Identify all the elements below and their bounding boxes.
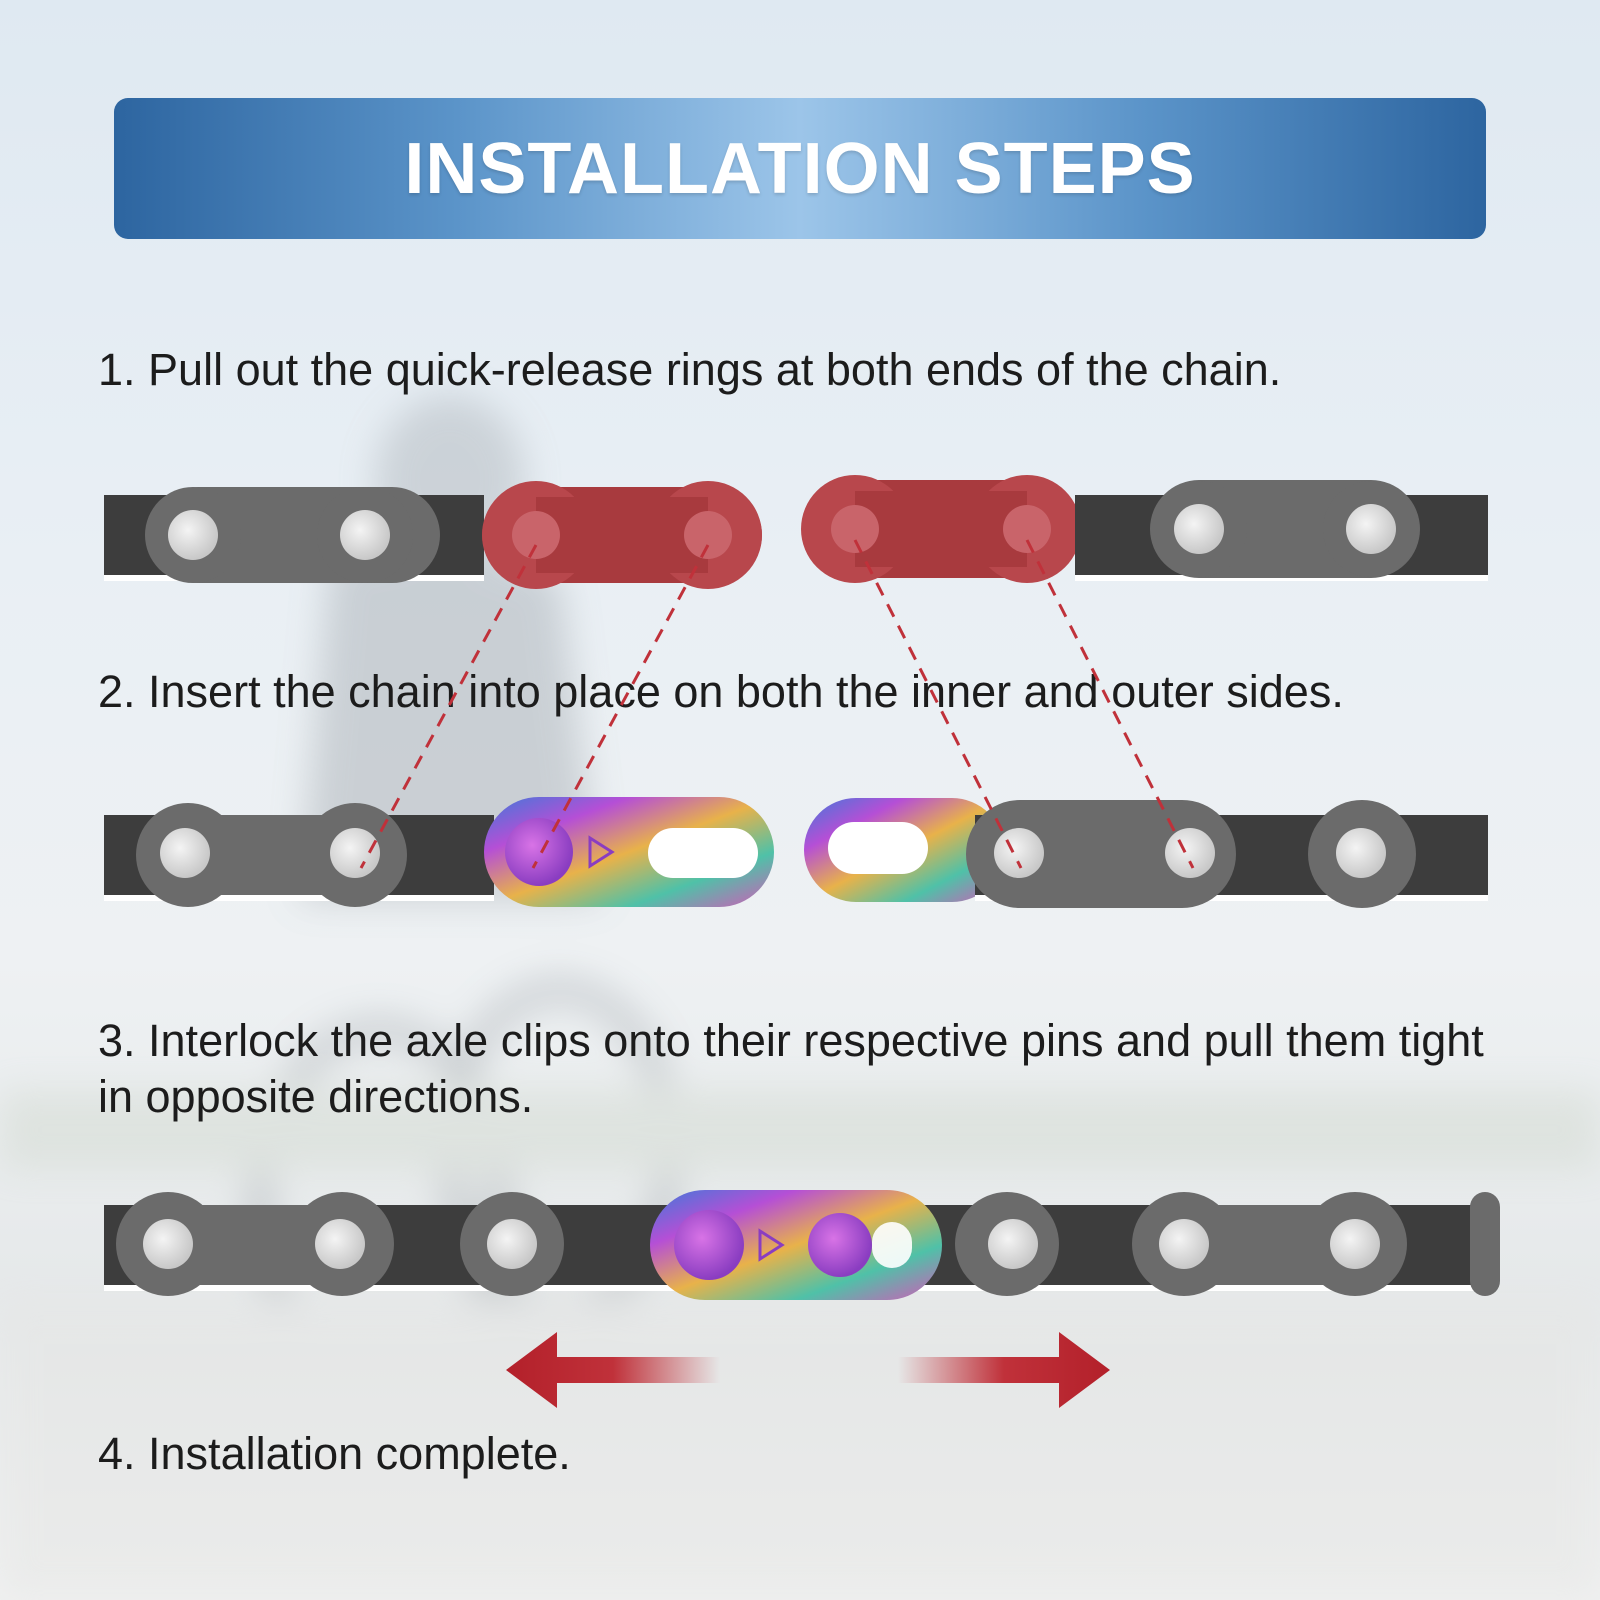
quick-link-half-left-highlight: [482, 481, 762, 589]
chain-pin: [1346, 504, 1396, 554]
header-banner: INSTALLATION STEPS: [114, 98, 1486, 239]
alignment-guide-lines: [359, 539, 1195, 869]
page-title: INSTALLATION STEPS: [404, 128, 1196, 209]
quick-link-right-half: [804, 798, 1004, 902]
chain-pin: [330, 828, 380, 878]
step-3-text: 3. Interlock the axle clips onto their r…: [98, 1015, 1484, 1122]
chain-pin: [684, 511, 732, 559]
quick-link-connected: [650, 1190, 942, 1300]
chain-pin: [988, 1219, 1038, 1269]
direction-arrow-icon: [758, 1228, 785, 1262]
chain-pin: [168, 510, 218, 560]
chain-pin: [1159, 1219, 1209, 1269]
chain-pin: [487, 1219, 537, 1269]
chain-row-1: [104, 475, 1488, 589]
pull-right-arrow-icon: [898, 1332, 1110, 1408]
pull-left-arrow-icon: [506, 1332, 720, 1408]
chain-pin: [340, 510, 390, 560]
chain-pin: [143, 1219, 193, 1269]
chain-pin: [1165, 828, 1215, 878]
quick-link-pin: [674, 1210, 744, 1280]
quick-link-pin: [505, 818, 573, 886]
step-1-text: 1. Pull out the quick-release rings at b…: [98, 344, 1282, 395]
chain-pin: [1330, 1219, 1380, 1269]
chain-pin: [1174, 504, 1224, 554]
step-2-text: 2. Insert the chain into place on both t…: [98, 666, 1344, 717]
chain-pin: [512, 511, 560, 559]
quick-link-half-right-highlight: [801, 475, 1081, 583]
chain-pin: [1003, 505, 1051, 553]
chain-row-3: [104, 1190, 1500, 1300]
chain-row-2: [104, 797, 1488, 908]
chain-pin: [831, 505, 879, 553]
quick-link-left-half: [484, 797, 774, 907]
chain-pin: [994, 828, 1044, 878]
direction-arrow-icon: [588, 835, 615, 869]
chain-pin: [1336, 828, 1386, 878]
quick-link-pin: [808, 1213, 872, 1277]
step-4-text: 4. Installation complete.: [98, 1428, 571, 1479]
chain-pin: [315, 1219, 365, 1269]
chain-pin: [160, 828, 210, 878]
